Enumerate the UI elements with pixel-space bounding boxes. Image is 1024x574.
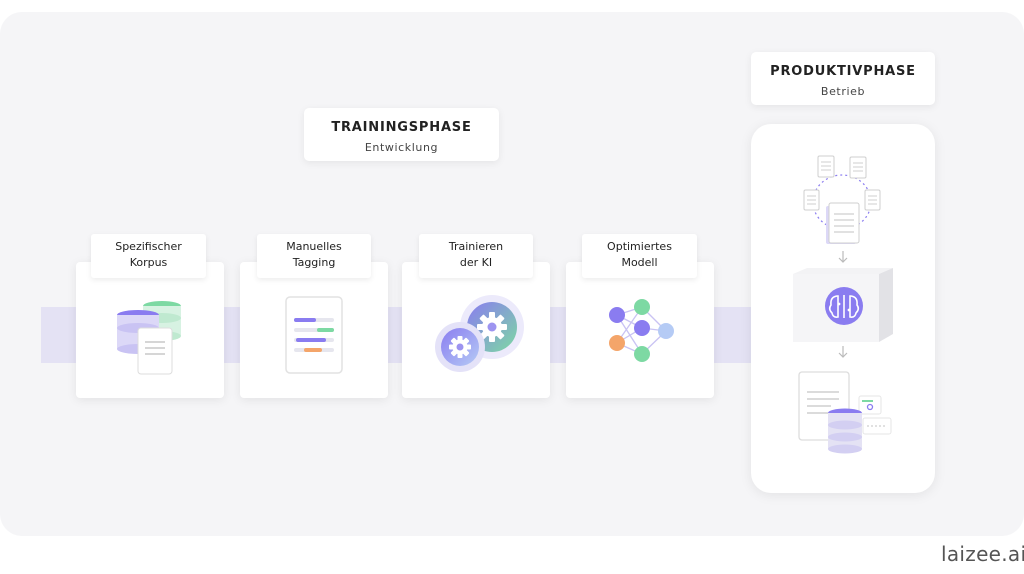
step-label-line2: der KI: [459, 256, 493, 269]
brand-logo: laizee.ai: [941, 542, 1024, 566]
step-label-line1: Trainieren: [448, 240, 504, 253]
step-label-line2: Modell: [621, 256, 658, 269]
arrow-down-icon: [838, 251, 848, 263]
step-label-korpus: Spezifischer Korpus: [91, 234, 206, 278]
arrow-down-icon: [838, 346, 848, 358]
ai-brain-box-icon: [793, 268, 893, 342]
documents-cycle-icon: [803, 155, 881, 244]
step-label-line1: Optimiertes: [607, 240, 672, 253]
training-phase-label: TRAININGSPHASE Entwicklung: [304, 108, 499, 161]
gears-icon: [435, 295, 524, 372]
step-label-line1: Spezifischer: [115, 240, 182, 253]
step-card-model: [566, 262, 714, 398]
neural-network-icon: [609, 299, 674, 362]
production-phase-subtitle: Betrieb: [820, 85, 866, 98]
step-label-tagging: Manuelles Tagging: [257, 234, 371, 278]
tagging-document-icon: [285, 296, 343, 374]
step-label-training: Trainieren der KI: [419, 234, 533, 278]
production-card: [751, 124, 935, 493]
step-label-line2: Korpus: [129, 256, 168, 269]
database-document-icon: [117, 301, 181, 375]
step-card-tagging: [240, 262, 388, 398]
output-document-database-icon: [798, 371, 892, 454]
step-label-line1: Manuelles: [286, 240, 342, 253]
step-label-model: Optimiertes Modell: [582, 234, 697, 278]
production-phase-label: PRODUKTIVPHASE Betrieb: [751, 52, 935, 105]
production-phase-title: PRODUKTIVPHASE: [770, 64, 916, 79]
step-card-korpus: [76, 262, 224, 398]
step-label-line2: Tagging: [292, 256, 336, 269]
training-phase-title: TRAININGSPHASE: [331, 120, 472, 135]
step-card-training: [402, 262, 550, 398]
training-phase-subtitle: Entwicklung: [364, 141, 439, 154]
